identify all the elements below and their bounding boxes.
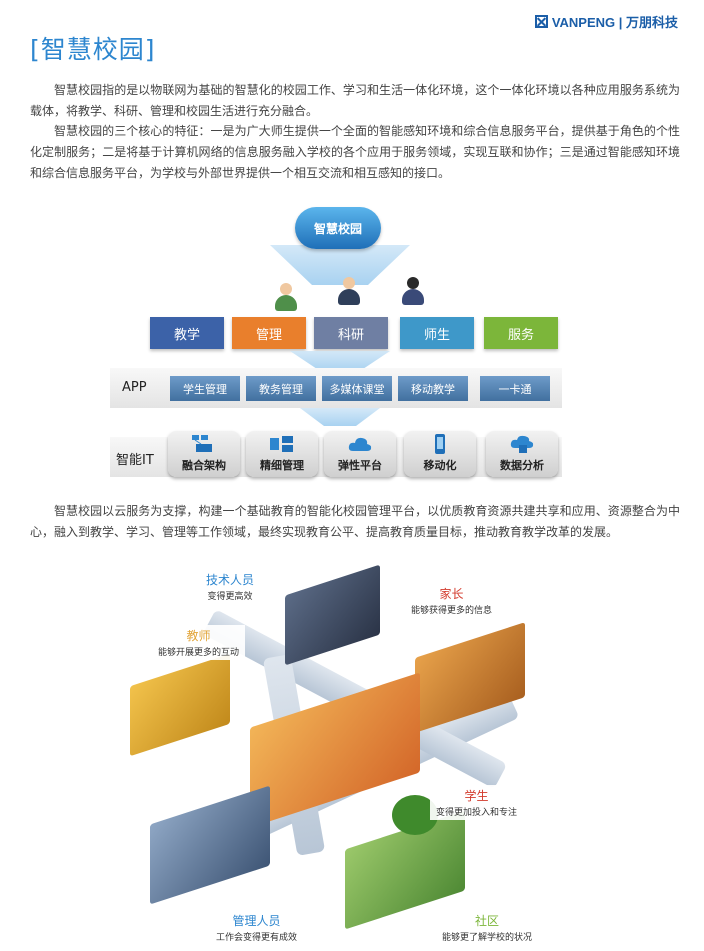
caption-title: 家长 [439,587,464,601]
caption-subtitle: 变得更高效 [207,592,253,602]
cloud-database-icon [510,435,534,453]
brand-text: VANPENG | 万朋科技 [551,15,678,30]
campus-illustration: 技术人员 变得更高效 家长 能够获得更多的信息 教师 能够开展更多的互动 学生 … [130,564,590,945]
role-box-research: 科研 [314,317,388,349]
role-box-management: 管理 [232,317,306,349]
role-box-services: 服务 [484,317,558,349]
person-icon [275,283,297,311]
app-student-management: 学生管理 [170,376,240,401]
funnel-shape [300,408,380,426]
mobile-icon [435,434,445,454]
app-band: APP 学生管理 教务管理 多媒体课堂 移动教学 一卡通 [110,368,562,408]
caption-subtitle: 能够开展更多的互动 [158,648,240,658]
parent-home [415,622,525,733]
caption-community: 社区 能够更了解学校的状况 [436,910,539,945]
server-room [285,564,380,666]
caption-students: 学生 变得更加投入和专注 [430,785,524,820]
app-mobile-teaching: 移动教学 [398,376,468,401]
it-converged-architecture: 融合架构 [168,431,240,477]
features-paragraph: 智慧校园的三个核心的特征：一是为广大师生提供一个全面的智能感知环境和综合信息服务… [30,124,680,180]
caption-teachers: 教师 能够开展更多的互动 [152,625,246,660]
page-title: [智慧校园] [30,35,156,64]
it-label: 数据分析 [500,459,544,472]
community-park [345,810,465,930]
teacher-office [130,653,230,757]
vanpeng-logo-icon [534,15,548,28]
smart-it-band: 智能IT 融合架构 精细管理 弹性平台 移动化 [110,431,562,477]
caption-title: 管理人员 [232,914,281,928]
app-academic-affairs: 教务管理 [246,376,316,401]
person-icon [338,277,360,305]
admin-office [150,785,270,905]
brand-logo: VANPENG | 万朋科技 [534,12,678,31]
caption-subtitle: 工作会变得更有成效 [216,933,298,943]
smart-campus-diagram: 智慧校园 教学 管理 科研 师生 服务 APP 学生管理 教务管理 多媒体课堂 … [110,205,565,485]
smart-it-band-label: 智能IT [116,453,154,468]
cloud-icon [348,437,372,451]
it-mobility: 移动化 [404,431,476,477]
caption-tech-staff: 技术人员 变得更高效 [200,569,261,604]
caption-title: 技术人员 [206,573,255,587]
it-label: 弹性平台 [338,459,382,472]
group-icon [402,277,424,305]
funnel-shape [290,351,390,371]
caption-subtitle: 能够获得更多的信息 [411,606,493,616]
caption-subtitle: 变得更加投入和专注 [436,808,518,818]
caption-subtitle: 能够更了解学校的状况 [442,933,533,943]
cloud-service-paragraph: 智慧校园以云服务为支撑，构建一个基础教育的智能化校园管理平台，以优质教育资源共建… [30,504,680,539]
server-network-icon [192,435,212,452]
caption-title: 学生 [464,789,489,803]
app-multimedia-classroom: 多媒体课堂 [322,376,392,401]
role-box-teaching: 教学 [150,317,224,349]
management-icon [270,436,293,452]
it-data-analysis: 数据分析 [486,431,558,477]
it-elastic-platform: 弹性平台 [324,431,396,477]
caption-title: 社区 [475,914,500,928]
app-band-label: APP [122,380,147,395]
caption-title: 教师 [186,629,211,643]
it-label: 精细管理 [260,459,304,472]
app-campus-card: 一卡通 [480,376,550,401]
cloud-badge: 智慧校园 [295,207,381,249]
it-label: 移动化 [423,459,457,472]
it-label: 融合架构 [182,459,226,472]
it-fine-management: 精细管理 [246,431,318,477]
intro-paragraph: 智慧校园指的是以物联网为基础的智慧化的校园工作、学习和生活一体化环境，这个一体化… [30,83,680,118]
caption-admins: 管理人员 工作会变得更有成效 [210,910,304,945]
role-box-staff-students: 师生 [400,317,474,349]
classroom [250,672,420,828]
caption-parents: 家长 能够获得更多的信息 [405,583,499,618]
